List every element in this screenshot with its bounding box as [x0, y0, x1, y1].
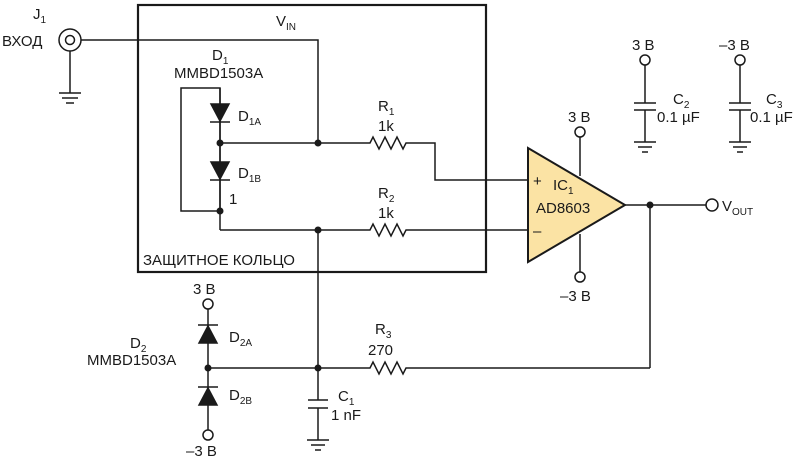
output-terminal: [705, 198, 719, 212]
r2-value: 1k: [378, 205, 394, 222]
vin-label: VIN: [276, 13, 296, 33]
junction-dot: [204, 364, 212, 372]
d1a-label: D1A: [238, 108, 261, 128]
d2-bottom-terminal: [202, 429, 214, 441]
vpos-terminal: [574, 126, 586, 138]
d2-label: D2: [130, 335, 147, 355]
d2-top-supply-label: 3 В: [193, 281, 216, 298]
vneg-terminal: [574, 271, 586, 283]
d2-part: MMBD1503A: [87, 352, 176, 369]
opamp-minus-label: –: [533, 223, 542, 240]
ic1-label: IC1: [553, 177, 574, 197]
c3-supply-label: –3 В: [719, 37, 750, 54]
c2-terminal: [639, 54, 651, 66]
diode-d2a-icon: [197, 324, 219, 344]
vin-wire: [81, 39, 319, 143]
ic1-part: AD8603: [536, 200, 590, 217]
opamp-plus-label: +: [533, 173, 542, 190]
input-label: ВХОД: [2, 33, 42, 50]
d2b-label: D2B: [229, 387, 252, 407]
j1-label: J1: [33, 6, 47, 26]
c3-terminal: [734, 54, 746, 66]
r3-label: R3: [375, 321, 392, 341]
c2-supply-label: 3 В: [632, 37, 655, 54]
d2-top-terminal: [202, 298, 214, 310]
c2-label: C2: [673, 91, 690, 111]
vout-label: VOUT: [722, 198, 753, 218]
c1-label: C1: [338, 388, 355, 408]
input-connector-j1: [58, 28, 82, 104]
diode-d1b-icon: [209, 161, 231, 181]
opamp-vpos-label: 3 В: [568, 109, 591, 126]
junction-dot: [314, 364, 322, 372]
c3-value: 0.1 µF: [750, 109, 793, 126]
opamp-vneg-label: –3 В: [560, 288, 591, 305]
diode-d2b-icon: [197, 386, 219, 406]
opamp-ic1-icon: [527, 146, 627, 264]
r1-label: R1: [378, 98, 395, 118]
r2-label: R2: [378, 185, 395, 205]
d2-bottom-supply-label: –3 В: [186, 443, 217, 459]
c3-label: C3: [766, 91, 783, 111]
d1b-label: D1B: [238, 165, 261, 185]
r3-value: 270: [368, 342, 393, 359]
guard-ring-box: [136, 3, 488, 274]
guard-ring-label: ЗАЩИТНОЕ КОЛЬЦО: [143, 252, 295, 269]
d1-label: D1: [212, 47, 229, 67]
capacitor-c2-icon: [634, 65, 656, 153]
c1-value: 1 nF: [331, 407, 361, 424]
node-1-label: 1: [229, 191, 237, 208]
capacitor-c1-icon: [307, 399, 329, 451]
resistor-r2-icon: [220, 222, 528, 238]
resistor-r1-icon: [318, 135, 528, 181]
c2-value: 0.1 µF: [657, 109, 700, 126]
diode-d1a-icon: [209, 103, 231, 123]
d2a-label: D2A: [229, 329, 252, 349]
r1-value: 1k: [378, 118, 394, 135]
resistor-r3-icon: [208, 360, 650, 376]
capacitor-c3-icon: [729, 65, 751, 153]
d1-part: MMBD1503A: [174, 65, 263, 82]
